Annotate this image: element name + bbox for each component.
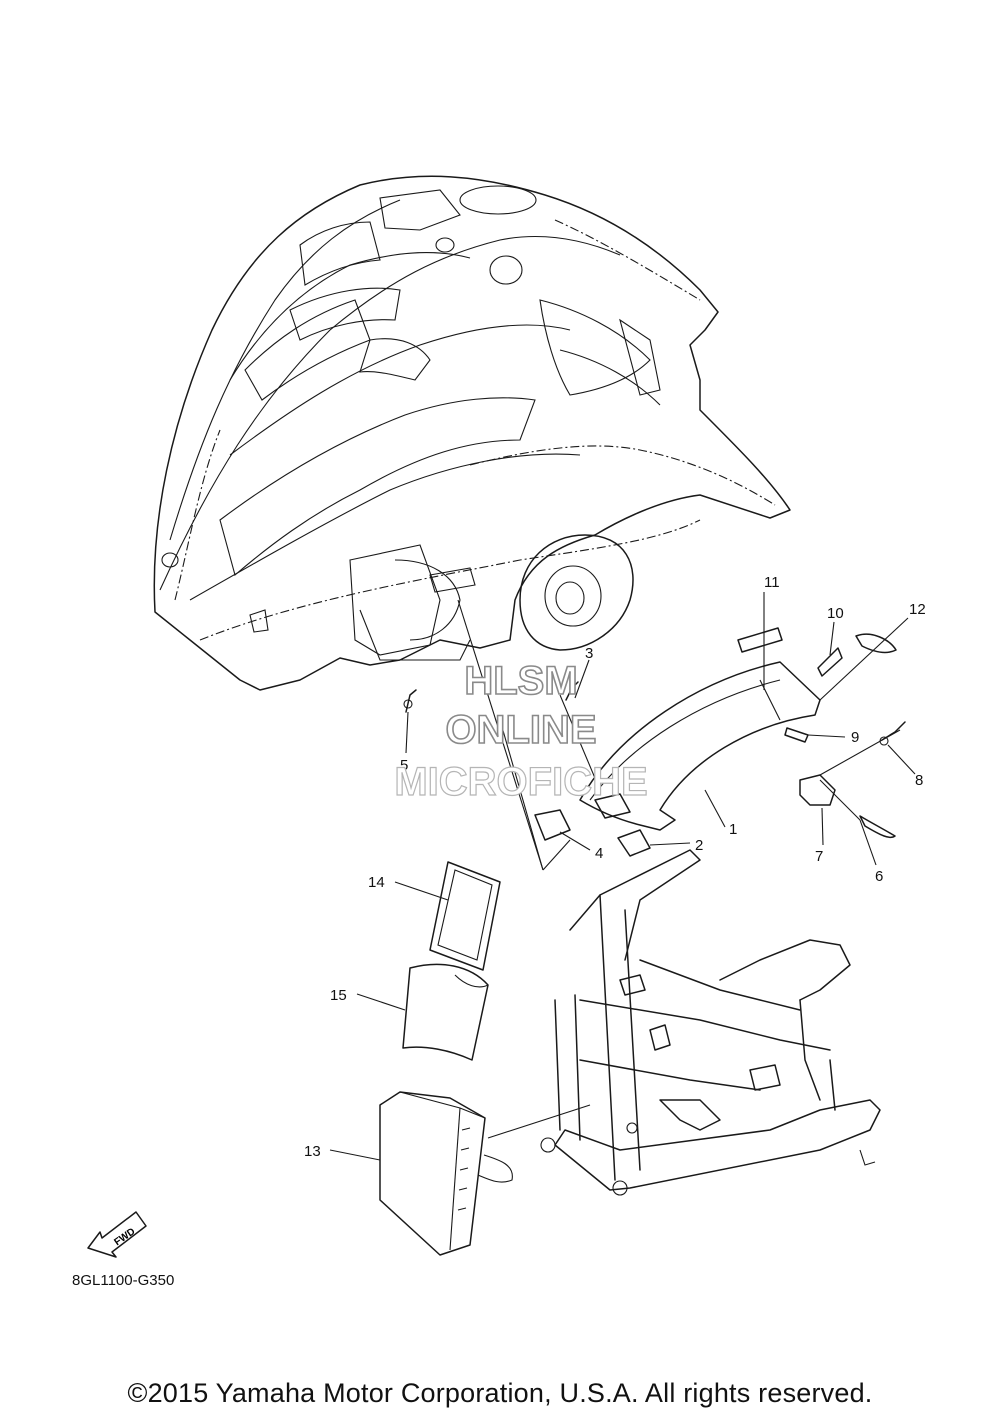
watermark-line-2: ONLINE (445, 708, 596, 752)
fwd-arrow-icon: FWD (87, 1211, 147, 1258)
frame-illustration (540, 849, 881, 1196)
watermark: HLSM ONLINE MICROFICHE (394, 658, 649, 804)
callout-3: 3 (585, 645, 593, 662)
callout-7: 7 (815, 848, 823, 865)
callout-14: 14 (368, 874, 385, 891)
callout-5: 5 (400, 757, 408, 774)
callout-2: 2 (695, 837, 703, 854)
watermark-line-1: HLSM (464, 659, 577, 703)
callout-6: 6 (875, 868, 883, 885)
leader-lines (329, 592, 916, 1161)
callout-15: 15 (330, 987, 347, 1004)
callout-4: 4 (595, 845, 603, 862)
callout-13: 13 (304, 1143, 321, 1160)
callout-11: 11 (764, 574, 780, 591)
hood-body-illustration (153, 175, 791, 691)
bumper-guard-illustration (579, 661, 821, 831)
callout-10: 10 (827, 605, 844, 622)
callout-1: 1 (729, 821, 737, 838)
copyright-notice: ©2015 Yamaha Motor Corporation, U.S.A. A… (127, 1378, 873, 1408)
callout-12: 12 (909, 601, 926, 618)
callout-8: 8 (915, 772, 923, 789)
fwd-label: FWD (112, 1226, 137, 1248)
callout-9: 9 (851, 729, 859, 746)
callout-labels: 1 2 3 4 5 6 7 8 9 10 11 12 13 14 15 (304, 574, 926, 1160)
diagram-code: 8GL1100-G350 (72, 1272, 175, 1289)
case-illustration (379, 861, 513, 1256)
watermark-line-3: MICROFICHE (394, 760, 647, 804)
